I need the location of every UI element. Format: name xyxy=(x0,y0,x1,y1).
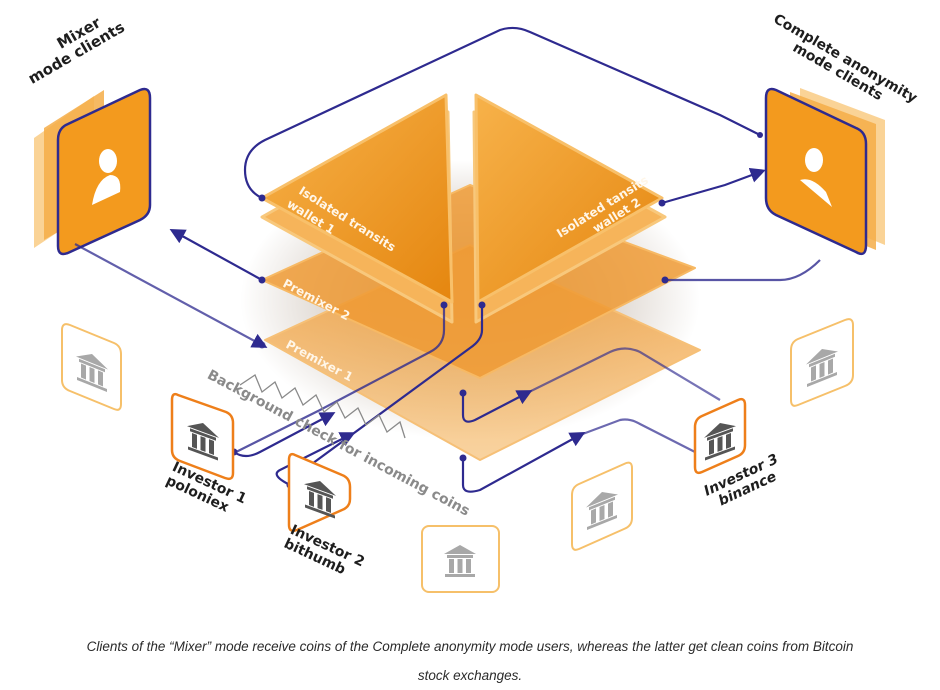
user-icon xyxy=(92,149,121,205)
flow-binance-top xyxy=(526,347,721,401)
flow-binance-bottom xyxy=(579,418,696,453)
flow-wallet2-to-anonymity xyxy=(661,167,766,205)
isolated-transits-wallet-2: Isolated tansits wallet 2 xyxy=(472,93,667,324)
investor-2-exchange[interactable] xyxy=(287,452,352,533)
flow-mixer-from-premixer1 xyxy=(74,243,268,348)
flow-premixer1-to-binance xyxy=(461,390,533,423)
investor-1-exchange[interactable] xyxy=(170,392,235,481)
flow-wallet1-to-anonymity xyxy=(243,26,761,199)
background-check-zigzag xyxy=(239,374,406,439)
figure-caption: Clients of the “Mixer” mode receive coin… xyxy=(0,632,940,690)
mixer-clients-node[interactable] xyxy=(34,87,152,256)
flow-anonymity-to-premixer2 xyxy=(665,259,821,282)
caption-line-2: stock exchanges. xyxy=(417,668,523,683)
user-icon xyxy=(800,148,832,207)
flow-investor2-to-stack xyxy=(275,432,356,486)
inactive-exchange-right xyxy=(790,318,854,407)
isolated-transits-wallet-1: Isolated transits wallet 1 xyxy=(260,93,454,324)
flow-wallet1-down xyxy=(229,305,446,456)
flow-lines xyxy=(74,26,821,493)
investor-3-exchange[interactable] xyxy=(693,397,747,475)
flow-mixer-to-premixer2 xyxy=(169,229,263,281)
caption-line-1: Clients of the “Mixer” mode receive coin… xyxy=(86,639,854,654)
inactive-exchange-middle xyxy=(571,461,633,551)
inactive-exchange-bottom xyxy=(421,525,500,593)
flow-stack-to-binance xyxy=(461,432,586,493)
anonymity-clients-node[interactable] xyxy=(764,87,885,256)
inactive-exchange-left xyxy=(61,323,122,411)
mixer-flow-diagram: Premixer 1 Premixer 2 Isolated transits … xyxy=(34,26,885,593)
flow-wallet2-down xyxy=(289,305,484,481)
